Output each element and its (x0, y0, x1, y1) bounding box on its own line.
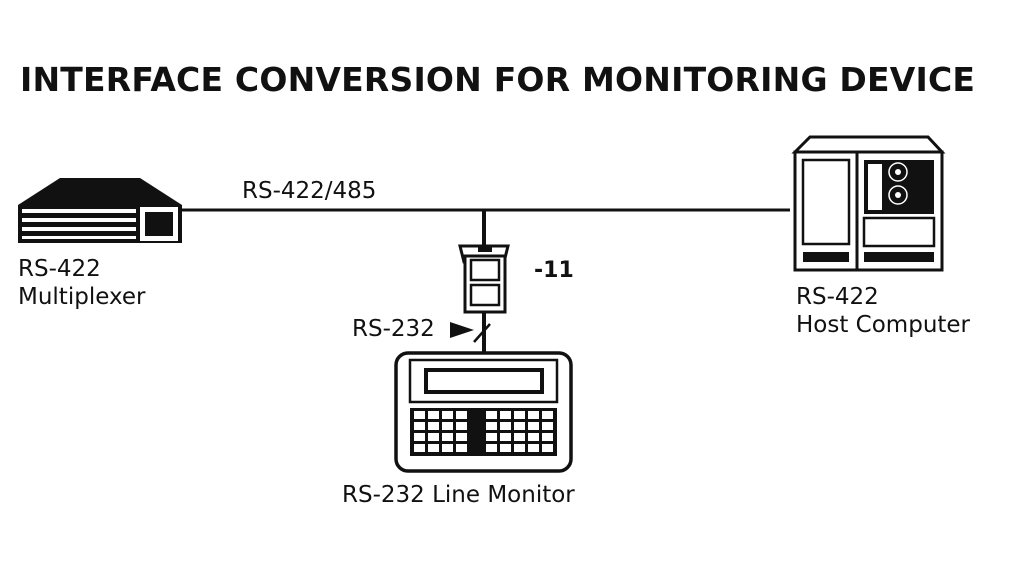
keypad-key (456, 422, 467, 430)
keypad-key (414, 422, 425, 430)
keypad-key (486, 444, 497, 452)
rs232-label: RS-232 (352, 316, 435, 342)
keypad-key (514, 433, 525, 441)
keypad-key (500, 444, 511, 452)
keypad-key (486, 411, 497, 419)
keypad-key (456, 444, 467, 452)
keypad-key (514, 411, 525, 419)
rs232-arrow-icon (450, 322, 491, 343)
keypad-key (428, 411, 439, 419)
keypad-key (542, 444, 553, 452)
keypad-key (486, 433, 497, 441)
keypad-key (500, 411, 511, 419)
converter-label: -11 (534, 258, 574, 283)
keypad-key (442, 422, 453, 430)
keypad-key (442, 433, 453, 441)
keypad-key (428, 422, 439, 430)
host-computer-label-line1: RS-422 (796, 284, 879, 310)
keypad-key (542, 411, 553, 419)
multiplexer-label-line2: Multiplexer (18, 284, 146, 310)
host-computer-label-line2: Host Computer (796, 312, 971, 338)
host-computer-icon (791, 135, 946, 272)
keypad-key (414, 433, 425, 441)
keypad-key (414, 444, 425, 452)
multiplexer-icon (18, 178, 182, 243)
keypad-key (428, 433, 439, 441)
diagram-title: INTERFACE CONVERSION FOR MONITORING DEVI… (20, 60, 976, 99)
keypad-key (528, 411, 539, 419)
keypad-key (542, 422, 553, 430)
keypad-key (456, 411, 467, 419)
keypad-key (486, 422, 497, 430)
multiplexer-label-line1: RS-422 (18, 256, 101, 282)
keypad-key (428, 444, 439, 452)
keypad-key (528, 444, 539, 452)
line-monitor-label: RS-232 Line Monitor (342, 482, 575, 508)
keypad-key (500, 433, 511, 441)
line-monitor-icon (394, 351, 573, 473)
keypad-key (414, 411, 425, 419)
keypad-key (442, 444, 453, 452)
converter-icon (458, 244, 510, 314)
keypad-key (514, 422, 525, 430)
bus-label: RS-422/485 (242, 178, 377, 204)
keypad-key (500, 422, 511, 430)
keypad-key (456, 433, 467, 441)
keypad-key (528, 422, 539, 430)
keypad-key (514, 444, 525, 452)
keypad-key (442, 411, 453, 419)
keypad-key (528, 433, 539, 441)
keypad-key (542, 433, 553, 441)
